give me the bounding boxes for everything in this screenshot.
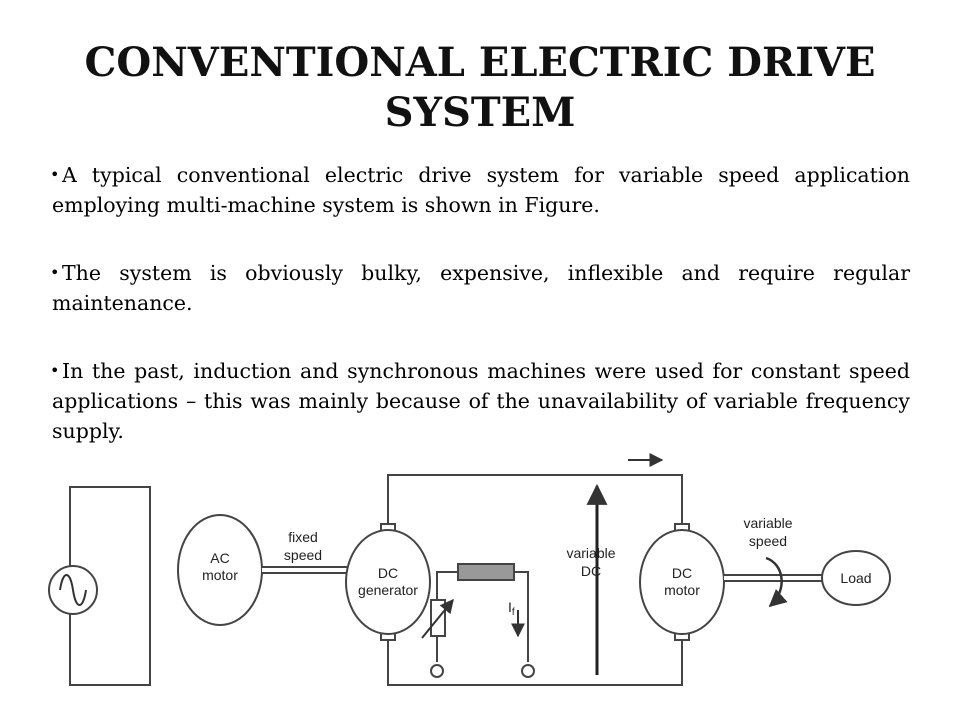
bullet-list: • A typical conventional electric drive … xyxy=(50,160,910,484)
dc-generator-label: generator xyxy=(358,582,418,598)
variable-speed-label: speed xyxy=(749,533,787,549)
bullet-dot-icon: • xyxy=(50,361,60,380)
field-terminal xyxy=(521,664,535,678)
dc-motor-label: motor xyxy=(664,582,700,598)
dc-generator: DC generator xyxy=(345,523,431,641)
variable-dc-label: DC xyxy=(581,563,601,579)
bullet-text: The system is obviously bulky, expensive… xyxy=(52,261,910,315)
variable-speed-shaft: variable speed xyxy=(724,515,826,608)
field-winding xyxy=(457,563,515,581)
field-terminal xyxy=(430,664,444,678)
bullet-dot-icon: • xyxy=(50,263,60,282)
bullet-text: In the past, induction and synchronous m… xyxy=(52,359,910,443)
rotation-arrow-icon xyxy=(765,556,788,608)
ac-supply-wire xyxy=(69,486,151,686)
sine-wave-icon xyxy=(59,574,87,606)
dc-link-bottom-wire xyxy=(387,635,683,686)
bullet-item: • In the past, induction and synchronous… xyxy=(50,356,910,446)
field-rheostat xyxy=(421,598,454,639)
bullet-item: • The system is obviously bulky, expensi… xyxy=(50,258,910,318)
dc-generator-label: DC xyxy=(378,565,398,581)
fixed-speed-label: fixed xyxy=(288,529,318,545)
variable-speed-label: variable xyxy=(743,515,792,531)
ac-source xyxy=(48,565,98,615)
slide-title: CONVENTIONAL ELECTRIC DRIVE SYSTEM xyxy=(84,39,876,136)
bullet-dot-icon: • xyxy=(50,165,60,184)
bullet-text: A typical conventional electric drive sy… xyxy=(52,163,910,217)
variable-dc-label: variable xyxy=(566,545,615,561)
ac-motor: AC motor xyxy=(177,514,263,626)
field-current-indicator: If xyxy=(508,599,525,638)
ac-motor-label: motor xyxy=(202,567,238,583)
bullet-item: • A typical conventional electric drive … xyxy=(50,160,910,220)
field-current-label: If xyxy=(508,599,515,618)
load-label: Load xyxy=(840,570,871,586)
drive-system-diagram: AC motor fixed speed DC generator If var… xyxy=(48,453,891,686)
fixed-speed-shaft: fixed speed xyxy=(262,529,348,574)
ac-motor-label: AC xyxy=(210,550,229,566)
dc-link-top-wire xyxy=(387,474,683,530)
fixed-speed-label: speed xyxy=(284,547,322,563)
variable-dc-indicator: variable DC xyxy=(566,483,616,675)
dc-motor-label: DC xyxy=(672,565,692,581)
load: Load xyxy=(821,550,891,606)
dc-motor: DC motor xyxy=(639,523,725,641)
